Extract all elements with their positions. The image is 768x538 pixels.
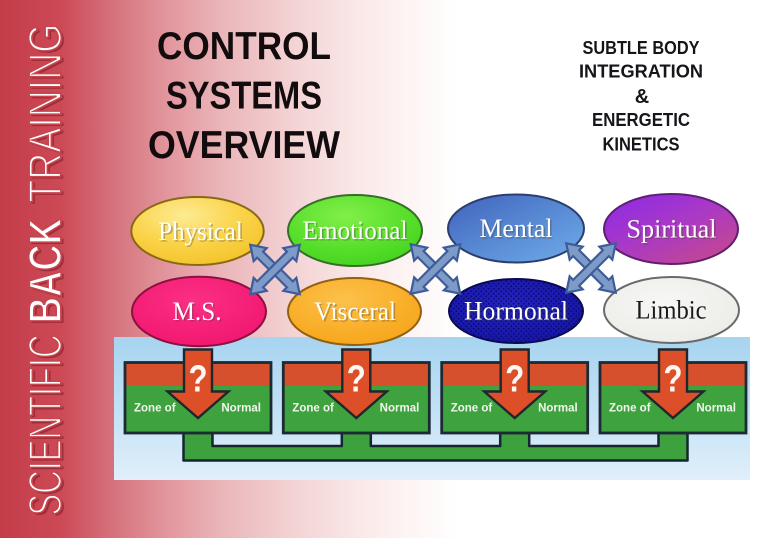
svg-text:Emotional: Emotional [303,216,408,245]
svg-text:Physical: Physical [158,217,243,246]
svg-text:OVERVIEW: OVERVIEW [148,124,341,167]
svg-text:Normal: Normal [221,403,261,415]
svg-text:Normal: Normal [696,403,736,415]
svg-text:SCIENTIFIC: SCIENTIFIC [21,337,73,518]
svg-text:Zone of: Zone of [451,403,493,415]
svg-text:Limbic: Limbic [636,296,707,325]
svg-text:TRAINING: TRAINING [21,26,73,205]
svg-text:Normal: Normal [380,403,420,415]
svg-text:?: ? [505,359,524,401]
svg-text:CONTROL: CONTROL [157,25,331,68]
svg-text:SUBTLE BODY: SUBTLE BODY [583,37,701,58]
svg-text:KINETICS: KINETICS [603,134,680,155]
svg-text:Mental: Mental [481,216,554,245]
svg-text:&: & [635,86,649,108]
svg-text:TRAINING: TRAINING [19,24,71,203]
svg-text:ENERGETIC: ENERGETIC [592,109,690,130]
svg-text:Emotional: Emotional [304,218,409,247]
svg-text:Visceral: Visceral [314,297,396,326]
svg-text:M.S.: M.S. [173,297,222,326]
svg-text:Spiritual: Spiritual [627,215,717,244]
svg-text:Hormonal: Hormonal [464,297,568,326]
svg-text:Mental: Mental [480,214,553,243]
svg-text:Hormonal: Hormonal [466,298,570,327]
svg-text:Zone of: Zone of [134,403,176,415]
svg-text:Visceral: Visceral [316,299,398,328]
svg-text:Zone of: Zone of [292,403,334,415]
svg-text:?: ? [347,359,366,401]
svg-text:BACK: BACK [21,220,73,325]
svg-text:SCIENTIFIC: SCIENTIFIC [19,335,71,516]
svg-text:Physical: Physical [160,219,245,248]
svg-text:?: ? [664,359,683,401]
svg-text:INTEGRATION: INTEGRATION [579,61,703,82]
svg-text:M.S.: M.S. [174,299,223,328]
svg-text:?: ? [189,359,208,401]
svg-text:Normal: Normal [538,403,578,415]
svg-text:Zone of: Zone of [609,403,651,415]
svg-text:Spiritual: Spiritual [628,216,718,245]
svg-text:BACK: BACK [19,218,71,323]
svg-text:SYSTEMS: SYSTEMS [166,75,322,118]
